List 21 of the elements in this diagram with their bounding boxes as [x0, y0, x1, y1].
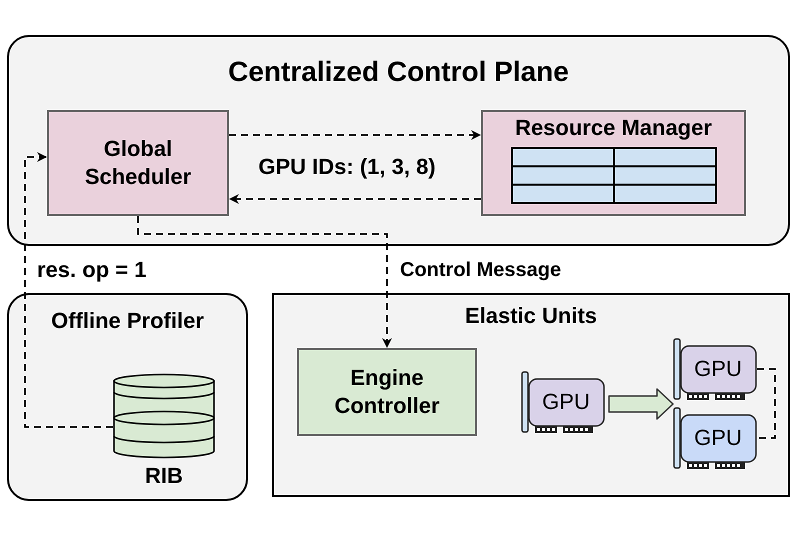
rounded-panel	[7, 35, 790, 246]
dashed-arrow	[229, 130, 481, 140]
panel-title: Offline Profiler	[51, 308, 204, 334]
dashed-arrow	[24, 152, 113, 428]
process-box	[481, 110, 746, 216]
dashed-arrow	[229, 194, 481, 204]
box-label: Resource Manager	[515, 115, 712, 141]
panel-title: Centralized Control Plane	[228, 55, 569, 89]
panel	[272, 293, 790, 497]
box-label: Global Scheduler	[84, 135, 192, 191]
process-box	[47, 110, 229, 216]
database-label: RIB	[145, 463, 183, 489]
dashed-connector-line	[757, 368, 776, 439]
gpu-label: GPU	[694, 426, 742, 450]
box-label: Engine Controller	[333, 364, 441, 420]
gpu-label: GPU	[542, 390, 590, 414]
rounded-panel	[7, 293, 248, 501]
panel-title: Elastic Units	[464, 303, 598, 329]
dashed-arrow	[137, 216, 392, 348]
gpu-label: GPU	[694, 357, 742, 381]
process-box	[297, 348, 477, 436]
